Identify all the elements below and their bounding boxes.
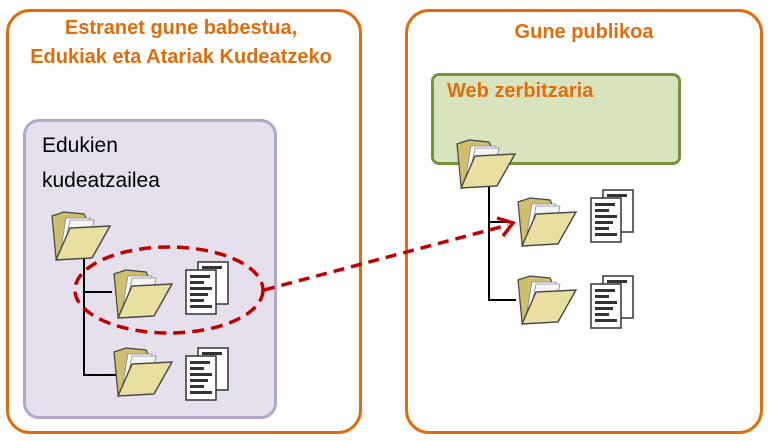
- content-manager-title: Edukien kudeatzailea: [42, 128, 160, 198]
- extranet-zone: [6, 9, 362, 434]
- cms-tree-lines: [83, 248, 116, 376]
- arrow-head-icon: [496, 216, 516, 238]
- dashed-arrow: [263, 223, 509, 292]
- cms-title-line2: kudeatzailea: [42, 169, 160, 192]
- documents-icon: [590, 275, 634, 329]
- public-zone: [405, 9, 763, 434]
- folder-icon: [456, 139, 516, 189]
- public-zone-title: Gune publikoa: [514, 21, 654, 43]
- selection-ellipse: [73, 245, 265, 335]
- folder-icon: [113, 347, 173, 397]
- web-server-title: Web zerbitzaria: [447, 80, 594, 102]
- cms-title-line1: Edukien: [42, 134, 118, 157]
- folder-icon: [51, 211, 111, 261]
- folder-icon: [517, 197, 577, 247]
- web-tree-lines: [488, 182, 516, 301]
- documents-icon: [590, 189, 634, 243]
- extranet-zone-title: Estranet gune babestua, Edukiak eta Atar…: [0, 14, 362, 72]
- folder-icon: [517, 275, 577, 325]
- extranet-title-line1: Estranet gune babestua,: [64, 17, 298, 39]
- extranet-title-line2: Edukiak eta Atariak Kudeatzeko: [30, 46, 332, 68]
- documents-icon: [185, 261, 229, 315]
- documents-icon: [185, 347, 229, 401]
- folder-icon: [113, 269, 173, 319]
